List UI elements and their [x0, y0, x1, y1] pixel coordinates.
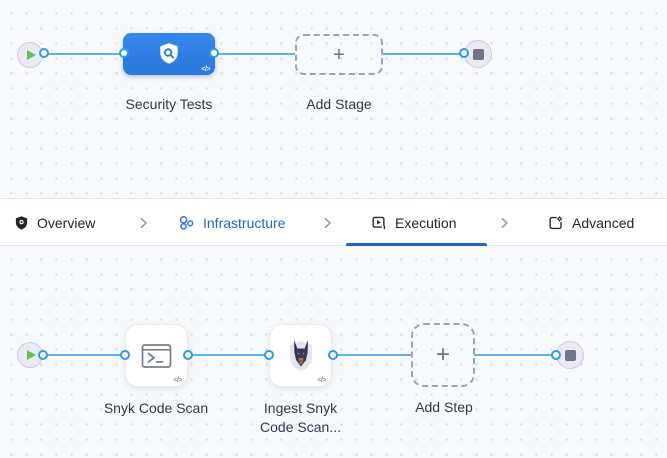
chevron-right-icon [320, 200, 334, 245]
step-label: Ingest Snyk Code Scan... [260, 400, 341, 435]
port-end-in[interactable] [551, 350, 561, 360]
tab-execution[interactable]: Execution [370, 200, 456, 245]
port-step2-in[interactable] [264, 350, 274, 360]
add-step-button[interactable]: + [411, 323, 475, 387]
pipeline-start-node [17, 42, 43, 68]
connector-line [474, 354, 556, 356]
tab-overview[interactable]: Overview [14, 200, 95, 245]
tab-label: Execution [395, 214, 457, 231]
shield-scan-icon [160, 43, 178, 64]
stage-label: Security Tests [125, 96, 213, 112]
tab-label: Advanced [572, 214, 635, 231]
active-tab-indicator [346, 243, 487, 246]
stop-icon [564, 349, 576, 361]
port-end-in[interactable] [459, 48, 469, 58]
add-stage-label: Add Stage [306, 96, 372, 112]
infrastructure-icon [179, 215, 194, 230]
chevron-right-icon [497, 200, 511, 245]
plus-icon: + [435, 341, 450, 368]
code-view-badge: </> [201, 66, 210, 73]
port-step2-out[interactable] [328, 350, 338, 360]
plus-icon: + [333, 43, 345, 66]
step-label: Snyk Code Scan [103, 400, 209, 416]
connector-line [333, 354, 411, 356]
advanced-gear-icon [549, 215, 563, 229]
step-node-snyk-code-scan[interactable]: </> [125, 324, 188, 387]
connector-line [43, 354, 125, 356]
port-stage-in[interactable] [119, 48, 129, 58]
tab-label: Infrastructure [203, 214, 286, 231]
stage-config-tabbar: Overview Infrastructure Execution [0, 200, 667, 246]
step-node-ingest-snyk[interactable]: </> [269, 324, 332, 387]
port-start-out[interactable] [39, 48, 49, 58]
terminal-icon [141, 343, 172, 368]
connector-line [214, 53, 295, 55]
port-step1-out[interactable] [183, 350, 193, 360]
execution-play-icon [372, 216, 386, 229]
stage-node-security-tests[interactable]: </> [123, 33, 215, 75]
port-stage-out[interactable] [209, 48, 219, 58]
stop-icon [472, 48, 484, 60]
add-stage-button[interactable]: + [295, 34, 383, 75]
tab-advanced[interactable]: Advanced [547, 200, 634, 245]
connector-line [44, 53, 124, 55]
tab-infrastructure[interactable]: Infrastructure [177, 200, 285, 245]
connector-line [383, 53, 464, 55]
stage-canvas: </> + Security Tests Add Stage [0, 0, 667, 199]
port-step1-in[interactable] [120, 350, 130, 360]
port-start-out[interactable] [38, 350, 48, 360]
chevron-right-icon [136, 200, 150, 245]
play-icon [27, 350, 36, 360]
tab-label: Overview [37, 214, 96, 231]
code-view-badge: </> [173, 377, 182, 384]
add-step-label: Add Step [415, 399, 473, 415]
code-view-badge: </> [317, 377, 326, 384]
play-icon [27, 50, 36, 60]
overview-shield-icon [15, 215, 28, 230]
snyk-dog-icon [289, 339, 312, 371]
connector-line [188, 354, 269, 356]
